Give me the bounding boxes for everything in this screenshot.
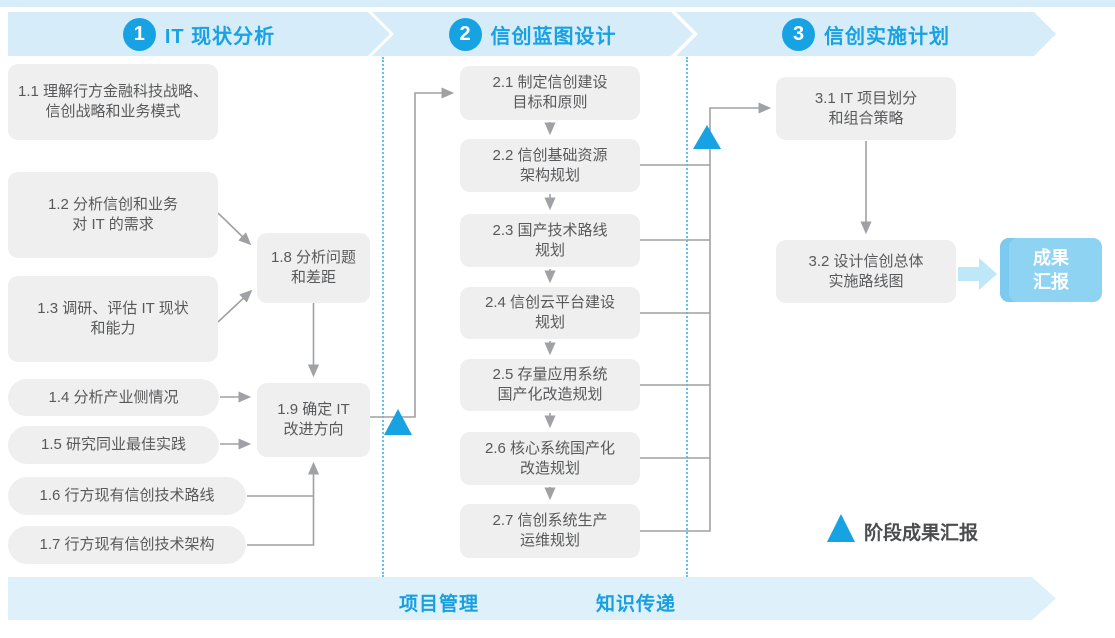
box-1-5: 1.5 研究同业最佳实践 <box>8 426 219 464</box>
legend-label: 阶段成果汇报 <box>864 523 979 544</box>
footer-item-project-management: 项目管理 <box>399 594 480 615</box>
legend-triangle-icon <box>827 514 855 542</box>
phase-2-number-badge: 2 <box>449 18 482 51</box>
box-2-5: 2.5 存量应用系统 国产化改造规划 <box>460 359 640 411</box>
phase-header-2: 2 信创蓝图设计 <box>372 12 693 56</box>
box-1-4: 1.4 分析产业侧情况 <box>8 379 219 416</box>
phase-divider-1-2 <box>382 57 384 577</box>
phase-header-1: 1 IT 现状分析 <box>8 12 390 56</box>
milestone-triangle-phase1-icon <box>384 409 412 435</box>
phase-1-number: 1 <box>133 22 145 45</box>
box-1-6: 1.6 行方现有信创技术路线 <box>8 477 246 515</box>
box-1-9: 1.9 确定 IT 改进方向 <box>257 383 370 457</box>
phase-1-title: IT 现状分析 <box>164 25 276 48</box>
arrow-1-7-to-1-9 <box>247 461 320 546</box>
box-1-7: 1.7 行方现有信创技术架构 <box>8 526 246 564</box>
top-strip <box>0 0 1115 7</box>
box-3-1: 3.1 IT 项目划分 和组合策略 <box>776 77 956 140</box>
box-2-2: 2.2 信创基础资源 架构规划 <box>460 139 640 192</box>
box-3-2: 3.2 设计信创总体 实施路线图 <box>776 240 956 303</box>
arrow-1-3-to-1-8 <box>217 289 253 323</box>
arrow-collector-to-3-1 <box>640 102 772 532</box>
milestone-triangle-phase2-icon <box>693 125 721 149</box>
arrow-1-2-to-1-8 <box>217 212 252 246</box>
box-1-2: 1.2 分析信创和业务 对 IT 的需求 <box>8 172 218 258</box>
phase-1-number-badge: 1 <box>123 18 156 51</box>
phase-2-title: 信创蓝图设计 <box>490 25 617 48</box>
phase-3-number-badge: 3 <box>782 18 815 51</box>
footer-band <box>8 577 1056 620</box>
phase-divider-2-3 <box>686 57 688 577</box>
fat-arrow-3-2-to-deliverable-icon <box>958 258 997 290</box>
box-2-1: 2.1 制定信创建设 目标和原则 <box>460 66 640 120</box>
box-2-7: 2.7 信创系统生产 运维规划 <box>460 504 640 558</box>
box-2-4: 2.4 信创云平台建设 规划 <box>460 287 640 339</box>
box-1-1: 1.1 理解行方金融科技战略、 信创战略和业务模式 <box>8 64 218 140</box>
phase-header-3: 3 信创实施计划 <box>676 12 1056 56</box>
box-1-8: 1.8 分析问题 和差距 <box>257 233 370 303</box>
box-2-3: 2.3 国产技术路线 规划 <box>460 214 640 267</box>
phase-2-number: 2 <box>459 22 471 45</box>
phase-3-number: 3 <box>792 22 805 45</box>
deliverable-box: 成果 汇报 <box>1000 238 1102 302</box>
box-2-6: 2.6 核心系统国产化 改造规划 <box>460 432 640 485</box>
phase-3-title: 信创实施计划 <box>824 25 950 48</box>
footer-item-knowledge-transfer: 知识传递 <box>596 594 677 615</box>
box-1-3: 1.3 调研、评估 IT 现状 和能力 <box>8 276 218 362</box>
